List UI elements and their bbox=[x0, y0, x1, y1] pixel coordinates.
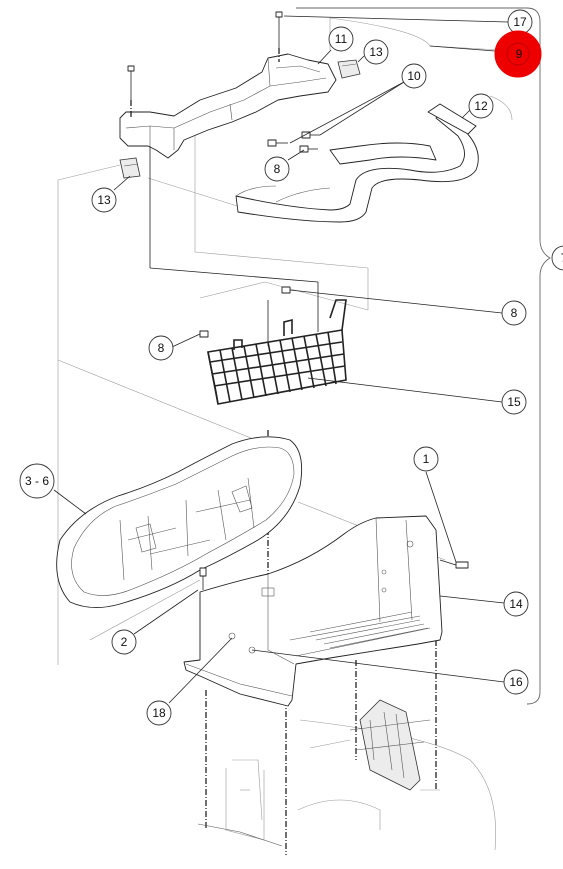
svg-text:14: 14 bbox=[509, 597, 523, 611]
callout-3-6[interactable]: 3 - 6 bbox=[19, 463, 55, 499]
callout-12[interactable]: 12 bbox=[468, 93, 494, 119]
callout-2[interactable]: 2 bbox=[111, 629, 137, 655]
svg-text:13: 13 bbox=[369, 45, 383, 59]
callout-7[interactable]: 7 bbox=[551, 245, 563, 271]
callout-8-strap[interactable]: 8 bbox=[264, 156, 290, 182]
bolt-8-basket-left bbox=[199, 330, 209, 338]
assembly-bracket bbox=[296, 7, 551, 705]
part-13-pad-upper bbox=[337, 59, 361, 79]
part-12-strap bbox=[235, 103, 479, 223]
svg-text:1: 1 bbox=[423, 452, 430, 466]
svg-text:17: 17 bbox=[513, 15, 527, 29]
bolt-8-basket-upper bbox=[281, 286, 291, 294]
callout-16[interactable]: 16 bbox=[503, 669, 529, 695]
callout-18[interactable]: 18 bbox=[146, 700, 172, 726]
svg-text:11: 11 bbox=[335, 32, 348, 46]
part-14-seat-base bbox=[183, 515, 443, 707]
svg-text:12: 12 bbox=[474, 99, 488, 113]
svg-text:16: 16 bbox=[509, 675, 523, 689]
callout-leaders bbox=[53, 15, 509, 704]
callout-11[interactable]: 11 bbox=[328, 26, 354, 52]
callout-1[interactable]: 1 bbox=[413, 446, 439, 472]
part-11-cross-member bbox=[119, 53, 337, 159]
callout-10[interactable]: 10 bbox=[401, 63, 427, 89]
screw-top-right bbox=[275, 11, 283, 62]
svg-text:8: 8 bbox=[158, 341, 165, 355]
svg-text:9: 9 bbox=[516, 47, 523, 61]
screw-part-1 bbox=[439, 559, 469, 569]
bolts-part-10 bbox=[267, 131, 320, 153]
svg-text:7: 7 bbox=[561, 251, 563, 265]
callout-13-upper[interactable]: 13 bbox=[363, 39, 389, 65]
svg-text:8: 8 bbox=[274, 162, 281, 176]
lower-frame-mounts bbox=[197, 699, 440, 847]
svg-text:8: 8 bbox=[511, 306, 518, 320]
part-15-basket bbox=[207, 299, 347, 405]
part-13-pad-lower bbox=[119, 157, 141, 179]
callout-17[interactable]: 17 bbox=[507, 9, 533, 35]
callout-13-lower[interactable]: 13 bbox=[91, 187, 117, 213]
callout-15[interactable]: 15 bbox=[501, 389, 527, 415]
svg-text:18: 18 bbox=[152, 706, 166, 720]
screw-part-2 bbox=[199, 567, 207, 590]
svg-text:3 - 6: 3 - 6 bbox=[25, 474, 49, 488]
svg-text:2: 2 bbox=[121, 635, 128, 649]
part-3-6-seat-cushion bbox=[56, 436, 303, 608]
callout-8-right[interactable]: 8 bbox=[501, 300, 527, 326]
svg-text:13: 13 bbox=[97, 193, 111, 207]
callout-9-highlighted[interactable]: 9 bbox=[494, 30, 542, 78]
screw-top-left bbox=[127, 65, 135, 118]
callout-8-left[interactable]: 8 bbox=[148, 335, 174, 361]
svg-text:10: 10 bbox=[407, 69, 421, 83]
svg-text:15: 15 bbox=[507, 395, 521, 409]
callout-14[interactable]: 14 bbox=[503, 591, 529, 617]
